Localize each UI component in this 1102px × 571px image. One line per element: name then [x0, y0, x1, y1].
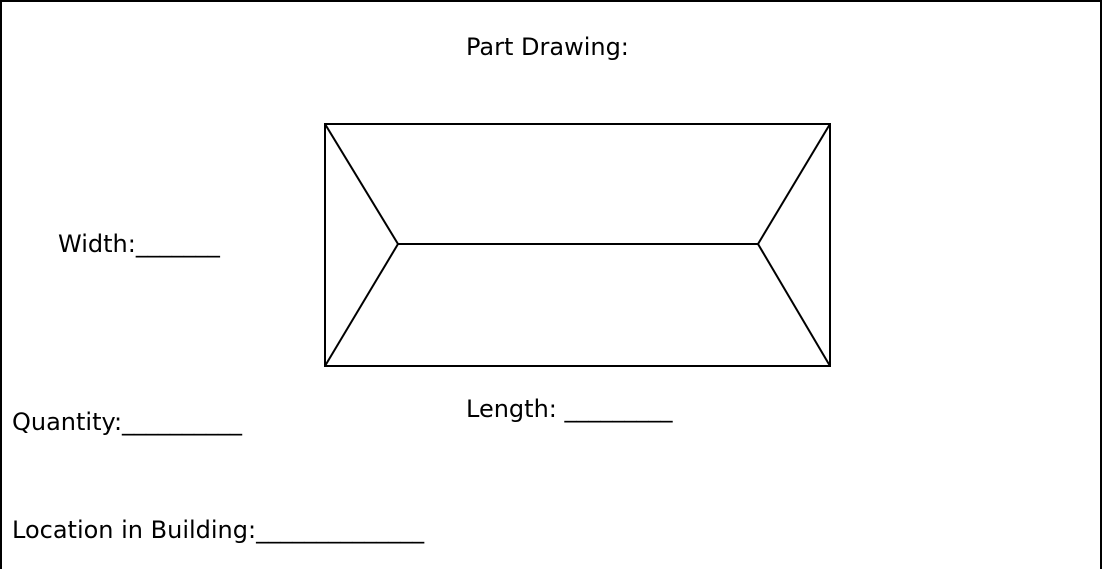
bottom-left-diagonal [324, 243, 399, 367]
bottom-right-diagonal [757, 243, 831, 367]
top-right-diagonal [757, 123, 831, 245]
part-outline [324, 123, 831, 367]
quantity-field-label: Quantity:__________ [12, 408, 243, 436]
part-drawing-title: Part Drawing: [466, 33, 629, 61]
length-field-label: Length: _________ [466, 395, 673, 423]
location-field-label: Location in Building:______________ [12, 516, 425, 544]
top-left-diagonal [324, 123, 399, 245]
width-field-label: Width:_______ [58, 230, 220, 258]
